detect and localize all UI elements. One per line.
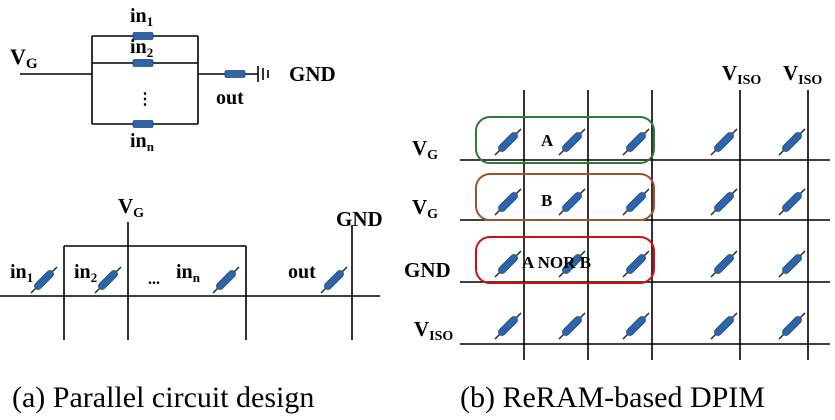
bottom-gnd-label: GND xyxy=(336,207,383,231)
top-out-label: out xyxy=(216,87,244,109)
parallel-crossbar-row: VG GND in1 in2 ... inn out xyxy=(0,194,383,340)
top-gnd-label: GND xyxy=(289,62,336,86)
bottom-inn-label: inn xyxy=(176,261,201,285)
bottom-out-label: out xyxy=(288,261,316,283)
reram-cell-r4-c4 xyxy=(710,312,738,340)
reram-cell-r1-c4 xyxy=(710,128,738,156)
group-b-outline xyxy=(475,173,655,221)
bottom-in2-label: in2 xyxy=(74,261,97,285)
bottom-in1-label: in1 xyxy=(10,261,33,285)
group-a-outline xyxy=(475,116,655,164)
reram-cell-r1-c2 xyxy=(558,128,586,156)
reram-cell-r2-c4 xyxy=(710,188,738,216)
reram-cell-r1-c1 xyxy=(494,128,522,156)
reram-cell-r1-c5 xyxy=(778,128,806,156)
reram-cell-r3-c1 xyxy=(494,250,522,278)
bottom-dots: ... xyxy=(148,271,160,288)
reram-cell-r2-c1 xyxy=(494,188,522,216)
reram-cell-r2-c3 xyxy=(622,188,650,216)
top-in2-label: in2 xyxy=(130,36,153,60)
caption-b: (b) ReRAM-based DPIM xyxy=(460,381,765,414)
parallel-circuit-schematic: VG in1 in2 ⋮ inn out GND xyxy=(10,5,336,154)
row-label-vg-2: VG xyxy=(412,195,438,222)
resistor-out xyxy=(224,70,246,78)
cell-inn xyxy=(212,266,240,294)
bottom-vg-label: VG xyxy=(118,194,144,221)
group-b-label: B xyxy=(541,191,552,210)
row-label-viso: VISO xyxy=(414,317,453,344)
caption-a: (a) Parallel circuit design xyxy=(12,381,314,414)
reram-cell-r3-c3 xyxy=(622,250,650,278)
top-dots: ⋮ xyxy=(137,91,153,108)
resistor-inn xyxy=(132,120,154,128)
group-nor-outline xyxy=(475,236,655,284)
group-nor-label: A NOR B xyxy=(522,253,591,272)
reram-cell-r4-c3 xyxy=(622,312,650,340)
cell-out xyxy=(320,266,348,294)
cell-in1 xyxy=(30,266,58,294)
reram-cell-r2-c2 xyxy=(558,188,586,216)
cell-in2 xyxy=(94,266,122,294)
reram-cell-r4-c1 xyxy=(494,312,522,340)
reram-cell-r3-c4 xyxy=(710,250,738,278)
reram-crossbar: A B A NOR B VG VG GND VISO VISO VISO xyxy=(404,61,830,360)
row-label-vg-1: VG xyxy=(412,136,438,163)
col-label-viso-1: VISO xyxy=(722,61,761,88)
reram-cell-r1-c3 xyxy=(622,128,650,156)
top-inn-label: inn xyxy=(130,130,155,154)
reram-cell-r2-c5 xyxy=(778,188,806,216)
reram-cell-r4-c2 xyxy=(558,312,586,340)
reram-cell-r4-c5 xyxy=(778,312,806,340)
top-vg-label: VG xyxy=(10,44,38,72)
resistor-in2 xyxy=(132,59,154,67)
col-label-viso-2: VISO xyxy=(783,61,822,88)
top-in1-label: in1 xyxy=(130,5,153,29)
group-a-label: A xyxy=(541,131,554,150)
reram-cell-r3-c5 xyxy=(778,250,806,278)
row-label-gnd: GND xyxy=(404,258,451,282)
